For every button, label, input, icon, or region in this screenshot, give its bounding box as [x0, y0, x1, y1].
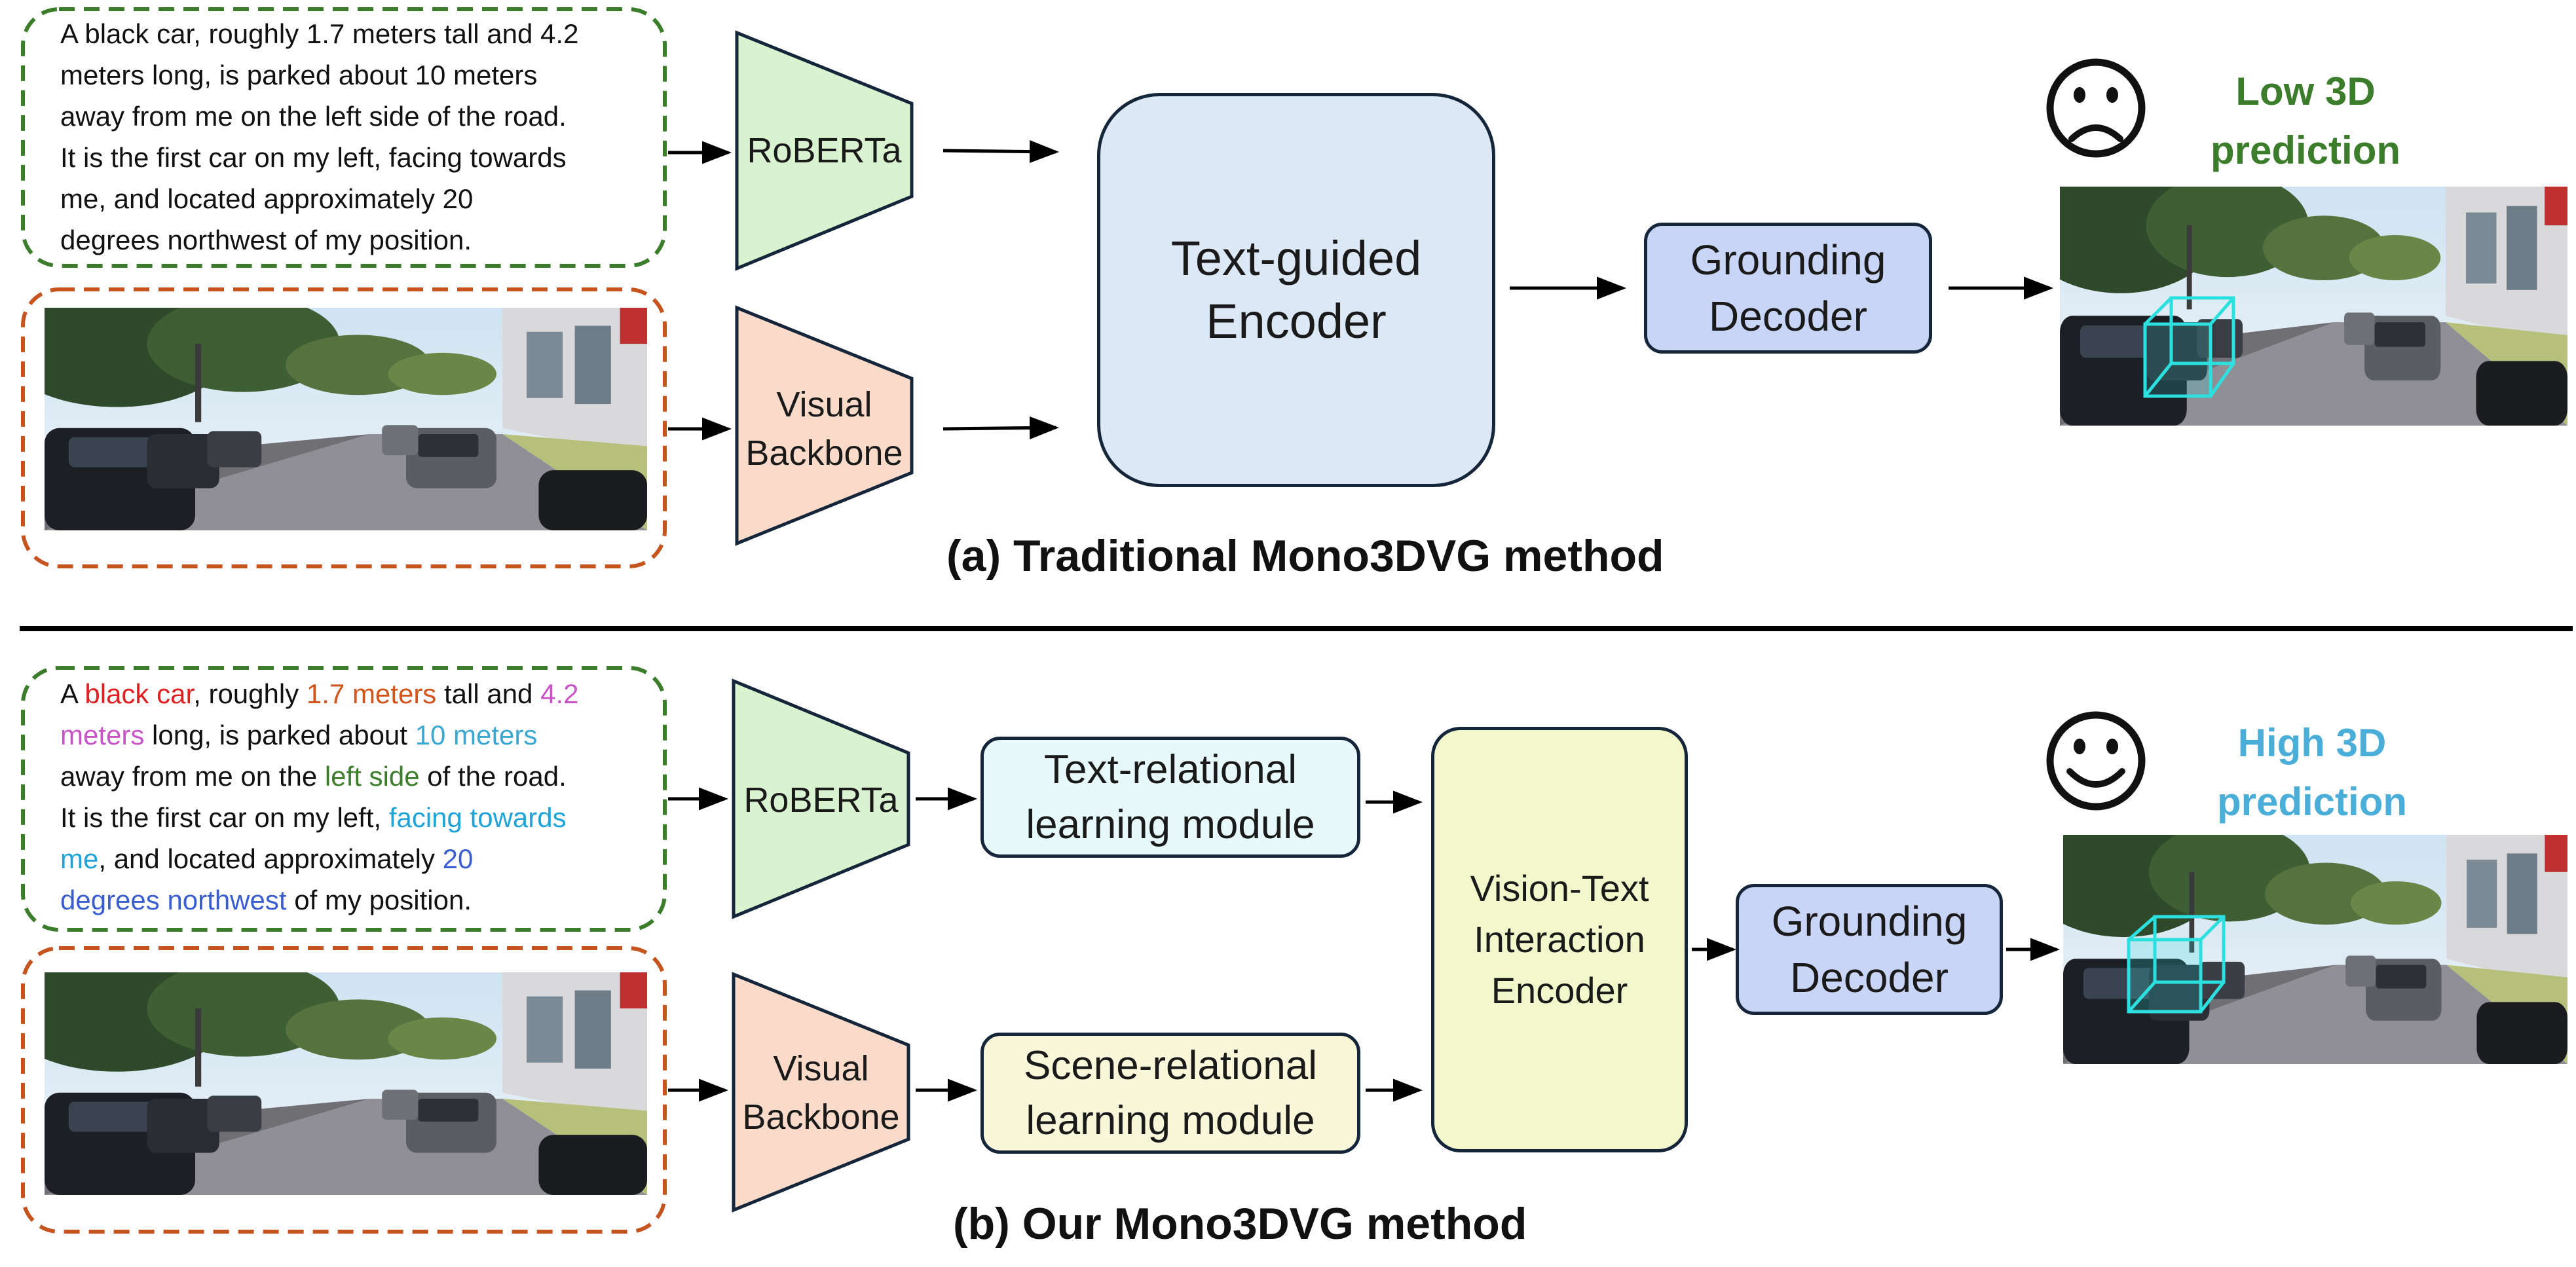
happy-face-icon — [2046, 711, 2146, 811]
top-desc-line: It is the first car on my left, facing t… — [60, 142, 567, 173]
top-text-frame — [21, 7, 667, 268]
bottom-text-frame — [21, 666, 667, 932]
bottom-desc-line: away from me on the left side of the roa… — [60, 756, 656, 797]
bottom-desc-segment: long, is parked about — [144, 720, 415, 750]
top-arrow-roberta-to-encoder — [943, 140, 1059, 164]
bottom-desc-segment: meters — [60, 720, 145, 750]
bottom-desc-segment: left side — [324, 761, 420, 792]
bottom-desc-segment: , roughly — [193, 678, 307, 709]
text-guided-encoder-label: Text-guided Encoder — [1170, 231, 1422, 348]
bottom-backbone-label: Visual Backbone — [742, 1049, 900, 1137]
bottom-desc-segment: 20 — [442, 843, 474, 874]
bottom-desc-segment: black car — [84, 678, 194, 709]
top-3d-bbox — [2143, 296, 2235, 398]
bottom-desc-segment: 4.2 — [540, 678, 579, 709]
bottom-description: A black car, roughly 1.7 meters tall and… — [60, 673, 656, 921]
bottom-desc-segment: of my position. — [286, 885, 472, 915]
bottom-backbone-trapezoid — [732, 972, 910, 1213]
bottom-roberta-label: RoBERTa — [743, 780, 899, 820]
top-description: A black car, roughly 1.7 meters tall and… — [60, 13, 656, 261]
bottom-3d-bbox — [2127, 915, 2226, 1014]
scene-relational-module-label: Scene-relational learning module — [1023, 1042, 1318, 1143]
bottom-roberta-trapezoid — [732, 678, 910, 919]
top-backbone-label: Visual Backbone — [745, 385, 903, 473]
top-desc-line: meters long, is parked about 10 meters — [60, 60, 538, 90]
bottom-desc-segment: of the road. — [419, 761, 567, 792]
bottom-desc-line: me, and located approximately 20 — [60, 838, 656, 879]
top-desc-line: me, and located approximately 20 — [60, 183, 474, 214]
bottom-desc-segment: 10 meters — [415, 720, 538, 750]
top-roberta-trapezoid — [735, 30, 914, 271]
top-caption: (a) Traditional Mono3DVG method — [946, 531, 1664, 581]
vision-text-interaction-encoder: Vision-Text Interaction Encoder — [1431, 727, 1688, 1152]
bottom-caption: (b) Our Mono3DVG method — [953, 1199, 1527, 1249]
bottom-desc-segment: It is the first car on my left, — [60, 802, 389, 833]
top-desc-line: degrees northwest of my position. — [60, 225, 472, 255]
bottom-desc-segment: degrees northwest — [60, 885, 287, 915]
bottom-grounding-decoder-label: Grounding Decoder — [1771, 898, 1968, 1001]
bottom-result-scene-image — [2063, 835, 2567, 1064]
bottom-desc-segment: 1.7 meters — [306, 678, 437, 709]
top-input-scene-image — [45, 308, 647, 530]
bottom-desc-line: A black car, roughly 1.7 meters tall and… — [60, 673, 656, 714]
road-scene-illustration — [2060, 187, 2567, 426]
road-scene-illustration — [45, 972, 647, 1195]
vision-text-interaction-encoder-label: Vision-Text Interaction Encoder — [1470, 868, 1649, 1011]
top-arrow-backbone-to-encoder — [943, 416, 1059, 439]
bottom-desc-segment: tall and — [436, 678, 541, 709]
bottom-desc-segment: A — [60, 678, 85, 709]
text-relational-module-label: Text-relational learning module — [1026, 746, 1315, 847]
scene-relational-module: Scene-relational learning module — [980, 1033, 1360, 1154]
bottom-image-frame — [21, 946, 667, 1234]
bottom-desc-segment: facing towards — [388, 802, 567, 833]
road-scene-illustration — [45, 308, 647, 530]
top-backbone-trapezoid — [735, 305, 914, 546]
top-desc-line: away from me on the left side of the roa… — [60, 101, 567, 132]
bottom-desc-line: It is the first car on my left, facing t… — [60, 797, 656, 838]
bottom-grounding-decoder: Grounding Decoder — [1736, 884, 2003, 1015]
bottom-desc-segment: away from me on the — [60, 761, 325, 792]
top-image-frame — [21, 287, 667, 568]
bottom-desc-segment: me — [60, 843, 99, 874]
top-grounding-decoder: Grounding Decoder — [1644, 223, 1932, 354]
bottom-desc-line: meters long, is parked about 10 meters — [60, 714, 656, 756]
top-result-scene-image — [2060, 187, 2567, 426]
top-grounding-decoder-label: Grounding Decoder — [1690, 236, 1886, 340]
top-roberta-label: RoBERTa — [747, 131, 902, 170]
text-relational-module: Text-relational learning module — [980, 737, 1360, 858]
bottom-desc-segment: , and located approximately — [98, 843, 443, 874]
sad-face-icon — [2046, 58, 2146, 158]
bottom-input-scene-image — [45, 972, 647, 1195]
road-scene-illustration — [2063, 835, 2567, 1064]
text-guided-encoder: Text-guided Encoder — [1097, 93, 1495, 487]
top-desc-line: A black car, roughly 1.7 meters tall and… — [60, 18, 579, 49]
bottom-desc-line: degrees northwest of my position. — [60, 879, 656, 921]
